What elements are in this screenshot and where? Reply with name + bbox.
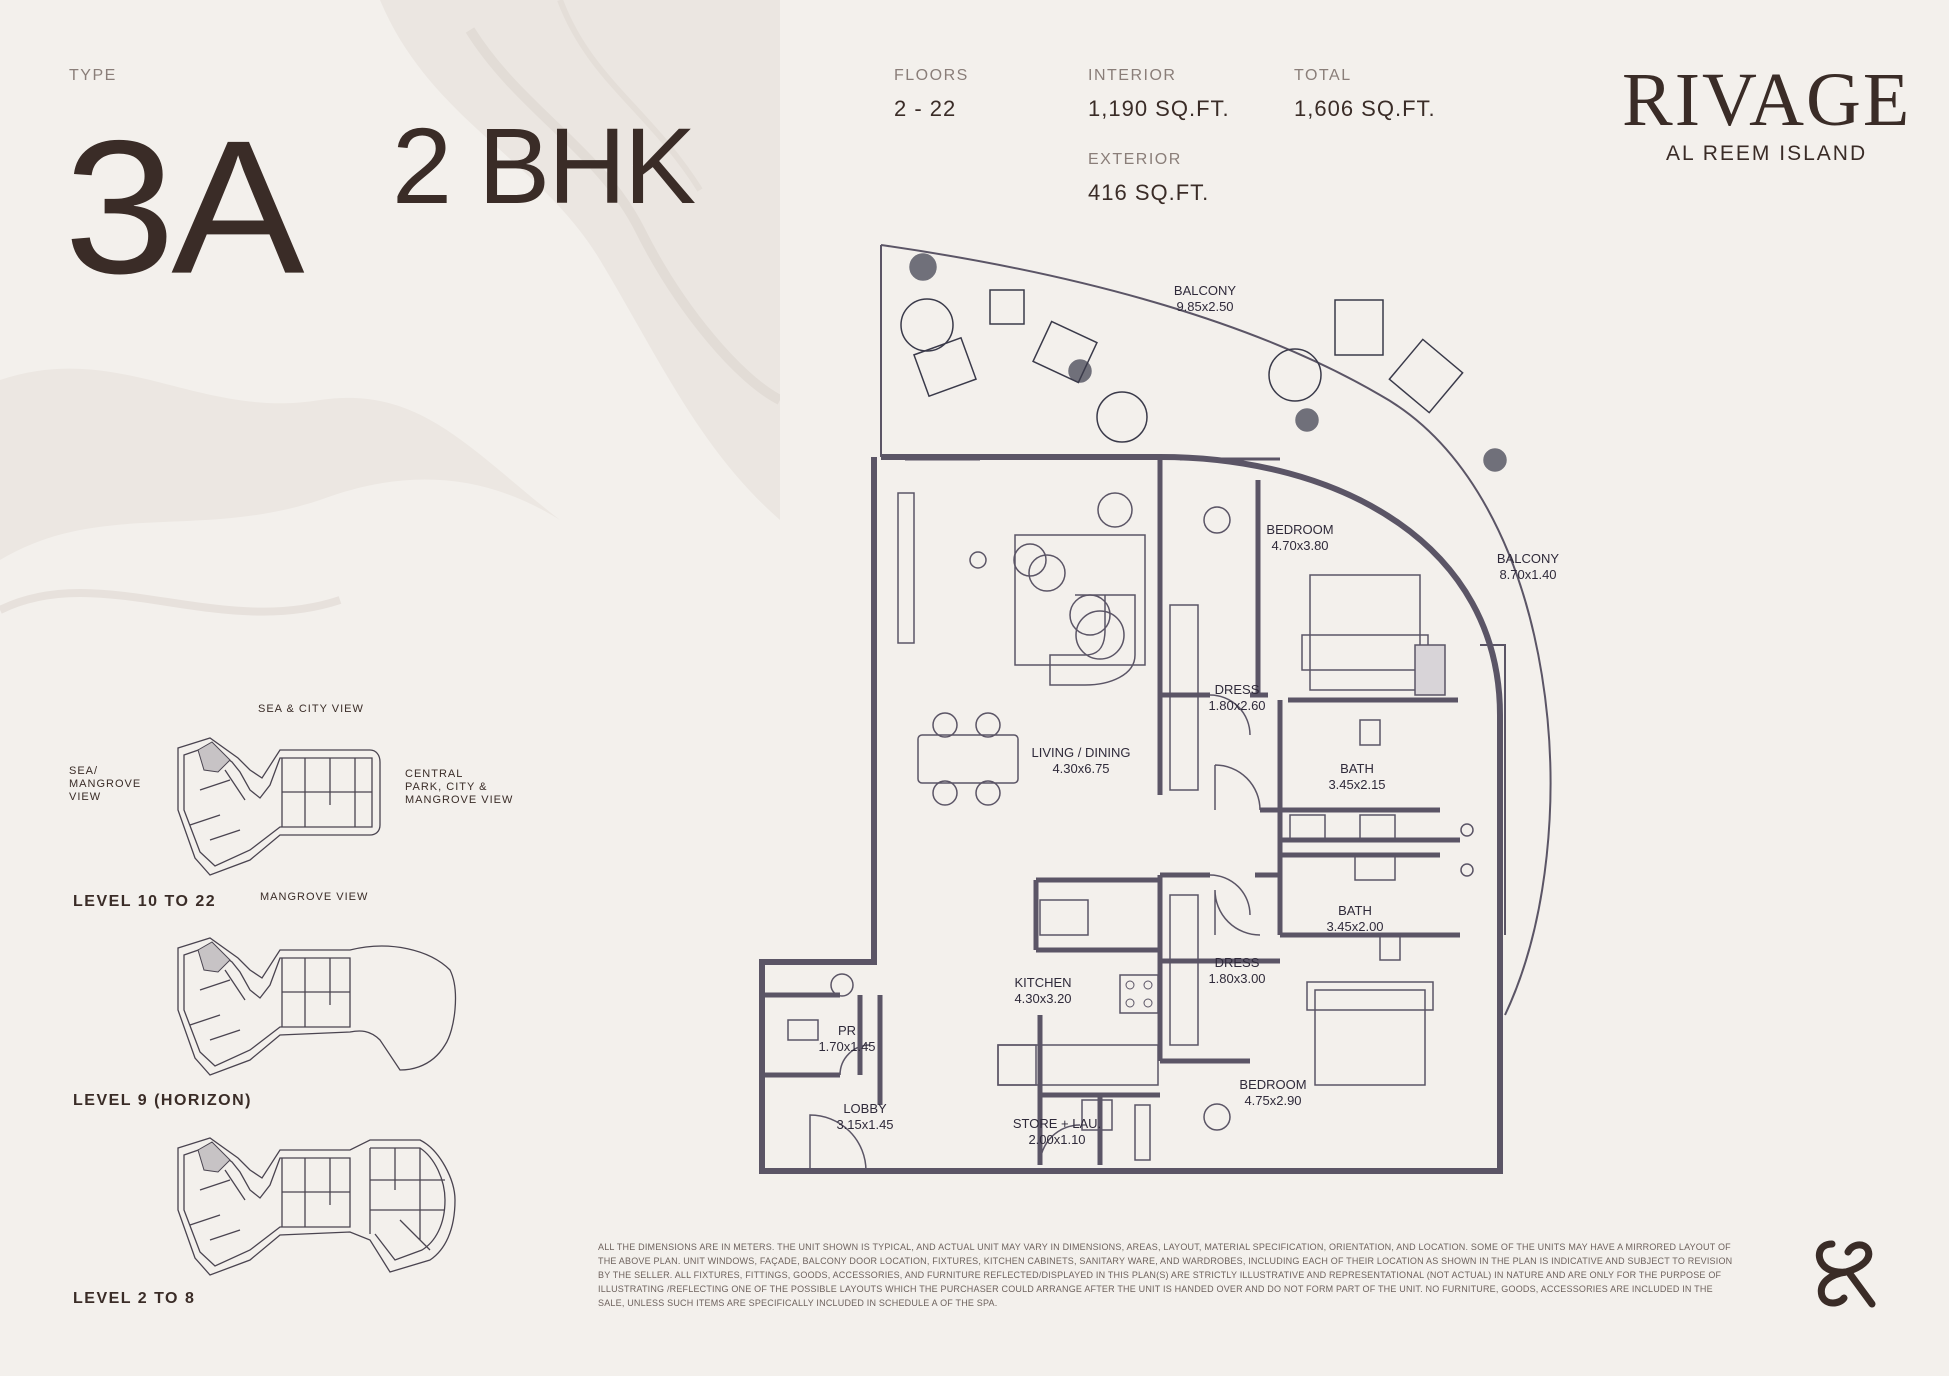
room-dims: 4.70x3.80: [1271, 538, 1328, 553]
door-swing-pr: [839, 1044, 871, 1076]
room-name: LIVING / DINING: [1032, 745, 1131, 760]
room-dims: 3.45x2.00: [1326, 919, 1383, 934]
bed-1: [1309, 574, 1421, 691]
view-label-right: CENTRAL PARK, CITY & MANGROVE VIEW: [405, 768, 514, 806]
room-name: DRESS: [1215, 955, 1260, 970]
type-value: 3A: [64, 101, 305, 314]
keyplan-level-label-1: LEVEL 10 TO 22: [73, 893, 217, 910]
room-labels: BALCONY 9.85x2.50 BALCONY 8.70x1.40 BEDR…: [818, 283, 1559, 1147]
keyplan-level-label-2: LEVEL 9 (HORIZON): [73, 1092, 252, 1109]
unit-configuration: 2 BHK: [392, 105, 696, 226]
dining-table: [917, 734, 1019, 784]
interior-label: INTERIOR: [1088, 67, 1177, 84]
door-swing-store: [1039, 1124, 1081, 1166]
room-name: DRESS: [1215, 682, 1260, 697]
total-label: TOTAL: [1294, 67, 1352, 84]
room-dims: 3.15x1.45: [836, 1117, 893, 1132]
room-dims: 2.00x1.10: [1028, 1132, 1085, 1147]
view-label-top: SEA & CITY VIEW: [258, 703, 364, 715]
view-label-left: SEA/ MANGROVE VIEW: [69, 765, 142, 803]
keyplan-level-label-3: LEVEL 2 TO 8: [73, 1290, 196, 1307]
balcony-furniture: [900, 253, 1507, 472]
room-name: BALCONY: [1497, 551, 1559, 566]
door-swing-dress1: [1209, 694, 1251, 736]
room-dims: 9.85x2.50: [1176, 299, 1233, 314]
room-name: KITCHEN: [1014, 975, 1071, 990]
room-name: STORE + LAU.: [1013, 1116, 1101, 1131]
unit-outer-wall: [759, 454, 1503, 1174]
floors-value: 2 - 22: [894, 96, 957, 121]
door-swing-bath2: [1214, 889, 1261, 936]
balcony-side-outline: [1480, 644, 1506, 935]
interior-value: 1,190 SQ.FT.: [1088, 96, 1230, 121]
room-dims: 4.30x6.75: [1052, 761, 1109, 776]
room-dims: 4.30x3.20: [1014, 991, 1071, 1006]
room-name: BATH: [1340, 761, 1374, 776]
room-name: BEDROOM: [1239, 1077, 1306, 1092]
room-name: LOBBY: [843, 1101, 887, 1116]
window-strip-living: [897, 492, 915, 644]
sofa-sectional: [1014, 534, 1146, 666]
door-swing-dress2: [1209, 874, 1251, 916]
room-dims: 4.75x2.90: [1244, 1093, 1301, 1108]
view-label-mangrove: MANGROVE VIEW: [260, 891, 369, 903]
total-value: 1,606 SQ.FT.: [1294, 96, 1436, 121]
brand-location: AL REEM ISLAND: [1666, 142, 1868, 165]
door-swing-entrance: [809, 1114, 867, 1172]
room-name: BATH: [1338, 903, 1372, 918]
floors-label: FLOORS: [894, 67, 969, 84]
type-label: TYPE: [69, 67, 117, 84]
door-swing-bath1: [1214, 764, 1261, 811]
disclaimer-text: ALL THE DIMENSIONS ARE IN METERS. THE UN…: [598, 1242, 1733, 1308]
keyplan-level-2-8: [177, 1137, 456, 1276]
monogram-emblem-icon: [1815, 1240, 1876, 1308]
kitchen-island: [1039, 899, 1089, 936]
room-dims: 1.70x1.45: [818, 1039, 875, 1054]
exterior-label: EXTERIOR: [1088, 151, 1182, 168]
bed-2: [1314, 989, 1426, 1086]
room-dims: 1.80x3.00: [1208, 971, 1265, 986]
keyplan-level-9: [177, 937, 457, 1076]
room-dims: 3.45x2.15: [1328, 777, 1385, 792]
room-dims: 1.80x2.60: [1208, 698, 1265, 713]
room-name: BALCONY: [1174, 283, 1236, 298]
balcony-top-outline: [880, 244, 1552, 1016]
floor-plan: BALCONY 9.85x2.50 BALCONY 8.70x1.40 BEDR…: [759, 244, 1559, 1174]
room-name: BEDROOM: [1266, 522, 1333, 537]
interior-walls: [762, 457, 1460, 1165]
exterior-value: 416 SQ.FT.: [1088, 180, 1210, 205]
brand-logo: RIVAGE: [1622, 58, 1912, 142]
keyplan-level-10-22: [177, 737, 381, 876]
room-dims: 8.70x1.40: [1499, 567, 1556, 582]
room-name: PR: [838, 1023, 856, 1038]
